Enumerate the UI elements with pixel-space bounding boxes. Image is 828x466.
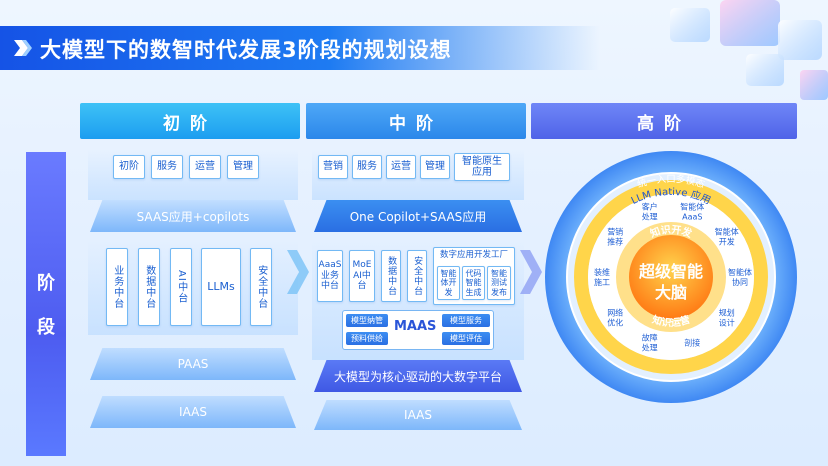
stage1-module: 安全中台 <box>250 248 272 326</box>
brain-item-label: 装维施工 <box>594 267 610 287</box>
brain-yellow-ring <box>574 180 768 374</box>
stage2-factory-item: 智能测试发布 <box>487 266 511 300</box>
stage2-factory-item: 代码智能生成 <box>462 266 485 300</box>
stage-header-initial: 初阶 <box>80 103 300 139</box>
stage1-iaas-layer: IAAS <box>90 396 296 428</box>
stage2-chip-native-app: 智能原生应用 <box>454 153 510 181</box>
maas-tag: 预料供给 <box>346 332 388 345</box>
stage1-chip: 初阶 <box>113 155 145 179</box>
stage1-module: 业务中台 <box>106 248 128 326</box>
double-chevron-icon <box>14 40 32 56</box>
brain-item-label: 客户处理 <box>642 201 658 221</box>
stage2-platform-layer: 大模型为核心驱动的大数字平台 <box>314 360 522 392</box>
maas-label: MAAS <box>394 319 437 334</box>
stage2-module: AaaS业务中台 <box>317 250 343 302</box>
stage2-chip: 营销 <box>318 155 348 179</box>
brain-core-line1: 超级智能 <box>638 262 703 281</box>
stage2-saas-layer: One Copilot+SAAS应用 <box>314 200 522 232</box>
stage1-saas-layer: SAAS应用+copilots <box>90 200 296 232</box>
stage1-module-llms: LLMs <box>201 248 241 326</box>
stage2-module: MoE AI中台 <box>349 250 375 302</box>
brain-item-label: 故障处理 <box>642 333 658 353</box>
stage2-chip: 服务 <box>352 155 382 179</box>
maas-tag: 模型服务 <box>442 314 490 327</box>
stage1-paas-layer: PAAS <box>90 348 296 380</box>
title-bar <box>0 26 600 70</box>
page-title: 大模型下的数智时代发展3阶段的规划设想 <box>40 38 452 62</box>
decorative-cubes-graphic <box>670 0 828 100</box>
brain-item-label: 智能体开发 <box>715 226 739 246</box>
stage1-module: AI中台 <box>170 248 192 326</box>
brain-core-line2: 大脑 <box>655 283 687 302</box>
brain-item-label: 智能体协同 <box>728 267 752 287</box>
stage2-chip: 管理 <box>420 155 450 179</box>
arrow-right-icon <box>287 250 309 294</box>
maas-tag: 模型评估 <box>442 332 490 345</box>
stage2-module: 数据中台 <box>381 250 401 302</box>
brain-item-label: 规划设计 <box>719 308 735 328</box>
stage2-iaas-layer: IAAS <box>314 400 522 430</box>
stage-header-middle: 中阶 <box>306 103 526 139</box>
maas-tag: 模型纳管 <box>346 314 388 327</box>
side-label-char: 阶 <box>37 273 55 294</box>
brain-outer-text: 统一入口多模态 <box>636 173 707 191</box>
arrow-right-icon <box>520 250 542 294</box>
stage2-factory-item: 智能体开发 <box>437 266 460 300</box>
stage1-chip: 运营 <box>189 155 221 179</box>
brain-item-label: 网络优化 <box>607 308 623 328</box>
stage2-module: 安全中台 <box>407 250 427 302</box>
stage1-chip: 管理 <box>227 155 259 179</box>
brain-item-label: 剖接 <box>684 338 700 348</box>
stage1-chip: 服务 <box>151 155 183 179</box>
stage2-chip: 运营 <box>386 155 416 179</box>
brain-core <box>629 235 713 319</box>
stage-side-label: 阶 段 <box>26 152 66 456</box>
super-brain-diagram: 统一入口多模态 LLM Native 应用 知识开发 知识运营 超级智能 大脑 … <box>545 151 797 403</box>
stage1-module: 数据中台 <box>138 248 160 326</box>
brain-item-label: 营销推荐 <box>607 226 623 246</box>
stage2-factory-title: 数字应用开发工厂 <box>439 250 508 260</box>
stage-header-advanced: 高阶 <box>531 103 797 139</box>
side-label-char: 段 <box>37 317 55 338</box>
